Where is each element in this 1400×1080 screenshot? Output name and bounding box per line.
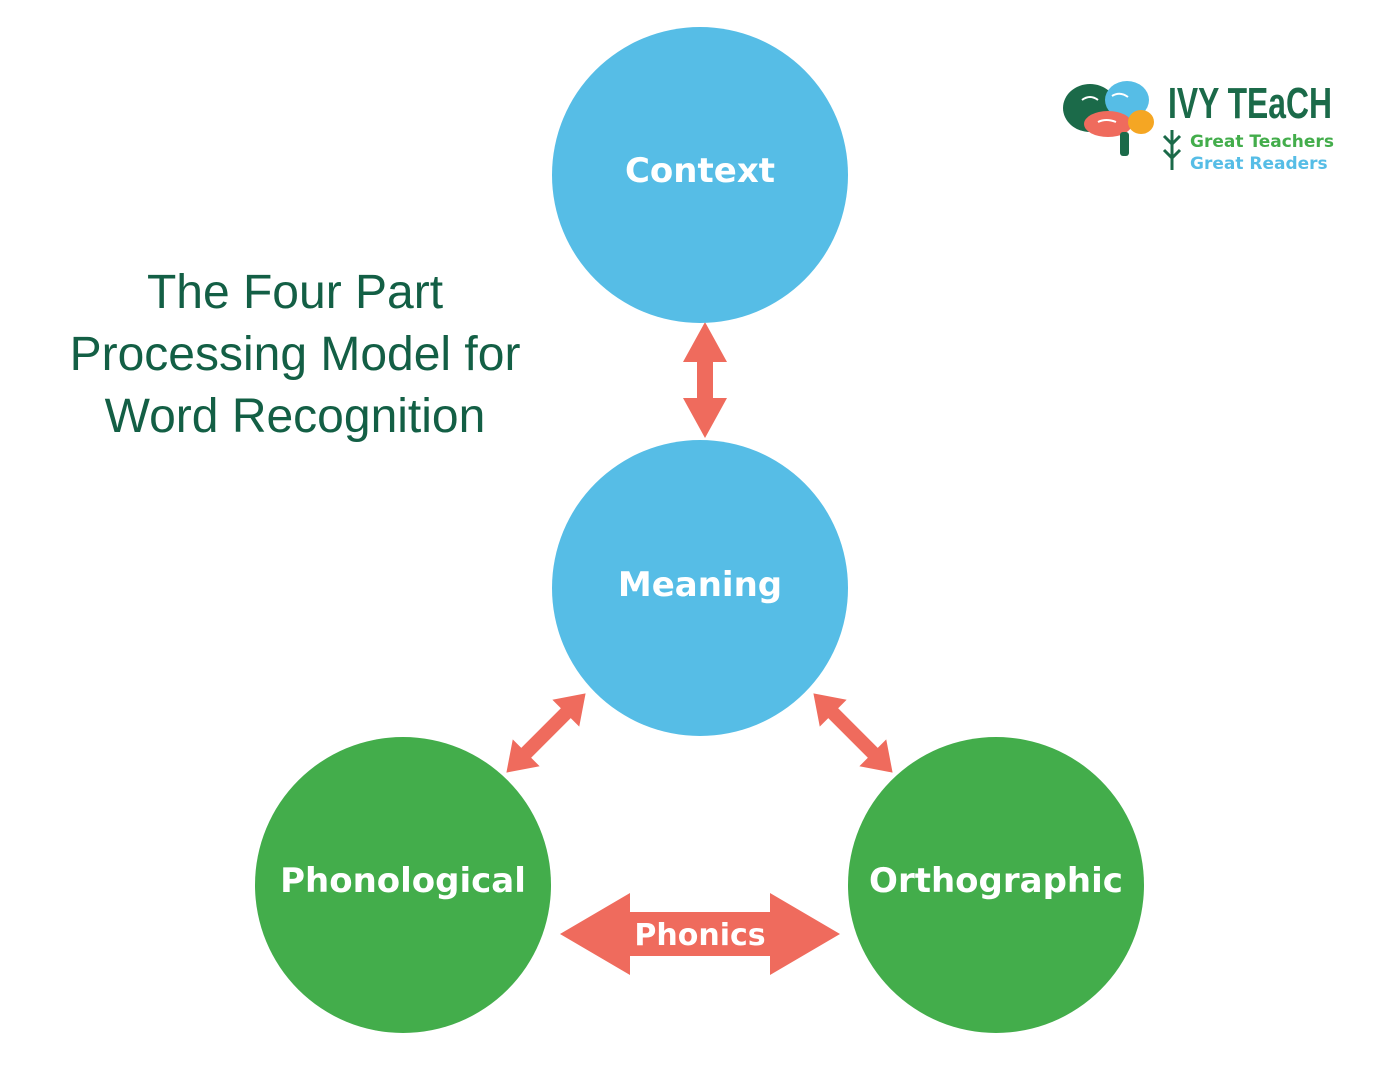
brain-icon	[1063, 81, 1154, 156]
arrow-meaning-phonological	[506, 693, 586, 773]
title-line-1: The Four Part	[146, 266, 444, 319]
title-line-2: Processing Model for	[69, 328, 521, 381]
sprout-icon	[1162, 130, 1182, 170]
orthographic-label: Orthographic	[869, 861, 1123, 901]
context-label: Context	[625, 151, 775, 191]
orthographic-node	[848, 737, 1144, 1033]
meaning-label: Meaning	[618, 565, 782, 605]
context-node	[552, 27, 848, 323]
logo-name: IVY TEaCH	[1168, 79, 1332, 128]
meaning-node	[552, 440, 848, 736]
arrow-context-meaning	[683, 322, 727, 438]
phonics-label: Phonics	[634, 918, 765, 953]
phonological-node	[255, 737, 551, 1033]
logo-tagline-2: Great Readers	[1190, 154, 1328, 174]
arrow-phonics	[560, 893, 840, 975]
diagram-title: The Four Part Processing Model for Word …	[40, 262, 550, 448]
phonological-label: Phonological	[280, 861, 526, 901]
logo: IVY TEaCH Great Teachers Great Readers	[1063, 79, 1334, 174]
title-line-3: Word Recognition	[104, 390, 486, 443]
arrow-meaning-orthographic	[813, 693, 893, 773]
logo-tagline-1: Great Teachers	[1190, 132, 1334, 152]
